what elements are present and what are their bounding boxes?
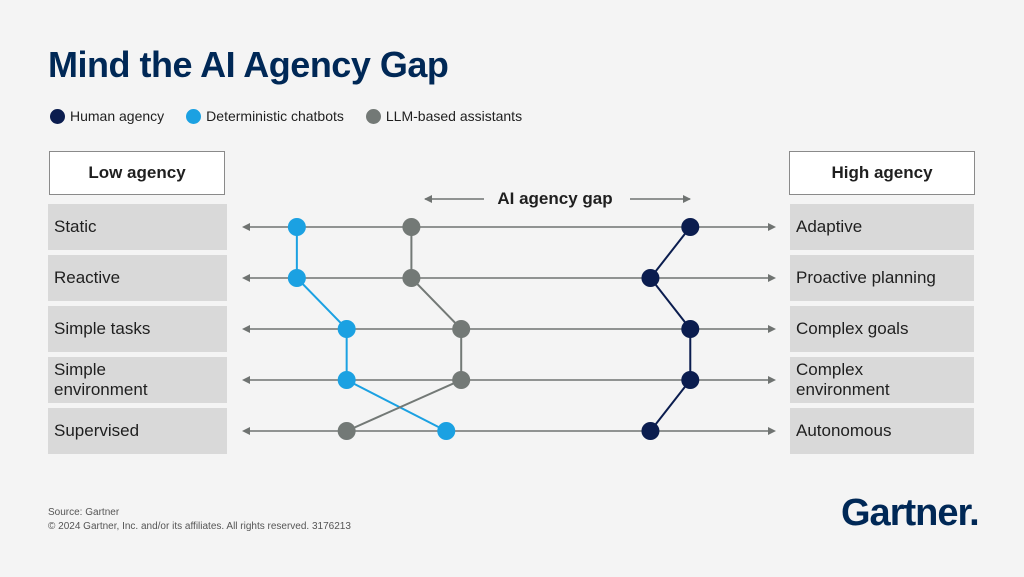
row-label-high-2: Complex goals — [790, 306, 974, 352]
source-note: Source: Gartner © 2024 Gartner, Inc. and… — [48, 506, 351, 534]
legend: Human agency Deterministic chatbots LLM-… — [50, 108, 544, 124]
row-label-low-3: Simple environment — [48, 357, 227, 403]
gartner-logo-dot: . — [969, 492, 980, 534]
gartner-logo: Gartner. — [841, 492, 980, 535]
point-llm-based-assistants-1 — [402, 269, 421, 287]
ai-agency-gap-label: AI agency gap — [497, 189, 613, 208]
point-deterministic-chatbots-3 — [337, 371, 356, 389]
copyright-line: © 2024 Gartner, Inc. and/or its affiliat… — [48, 521, 351, 532]
row-arrow-right-2 — [768, 325, 776, 333]
row-label-low-0-text: Static — [54, 217, 97, 236]
row-label-high-0-text: Adaptive — [796, 217, 863, 236]
row-label-high-3: Complex environment — [790, 357, 974, 403]
row-label-high-3-text: Complex environment — [796, 360, 890, 399]
legend-label-human: Human agency — [70, 108, 165, 124]
row-label-low-1-text: Reactive — [54, 268, 121, 287]
legend-item-human: Human agency — [50, 108, 164, 124]
point-llm-based-assistants-3 — [452, 371, 471, 389]
legend-item-llm: LLM-based assistants — [365, 108, 523, 124]
point-deterministic-chatbots-1 — [287, 269, 306, 287]
legend-label-llm: LLM-based assistants — [385, 108, 523, 124]
row-arrow-left-2 — [242, 325, 250, 333]
page-title: Mind the AI Agency Gap — [48, 44, 449, 85]
row-label-low-4: Supervised — [48, 408, 227, 454]
row-arrow-left-0 — [242, 223, 250, 231]
row-arrow-right-4 — [768, 427, 776, 435]
row-label-high-0: Adaptive — [790, 204, 974, 250]
series-points — [287, 218, 700, 440]
source-line: Source: Gartner — [48, 507, 120, 518]
row-arrow-left-3 — [242, 376, 250, 384]
row-arrow-right-0 — [768, 223, 776, 231]
row-label-low-4-text: Supervised — [54, 421, 140, 440]
row-label-low-2: Simple tasks — [48, 306, 227, 352]
point-llm-based-assistants-4 — [337, 422, 356, 440]
point-human-agency-0 — [681, 218, 700, 236]
row-arrow-left-1 — [242, 274, 250, 282]
legend-label-chatbots: Deterministic chatbots — [206, 108, 344, 124]
row-label-high-4-text: Autonomous — [796, 421, 892, 440]
row-arrow-right-3 — [768, 376, 776, 384]
row-label-high-2-text: Complex goals — [796, 319, 909, 338]
row-label-low-0: Static — [48, 204, 227, 250]
high-agency-header: High agency — [789, 151, 975, 195]
row-label-low-2-text: Simple tasks — [54, 319, 151, 338]
row-label-high-1-text: Proactive planning — [796, 268, 936, 287]
row-arrow-left-4 — [242, 427, 250, 435]
row-label-low-1: Reactive — [48, 255, 227, 301]
point-deterministic-chatbots-4 — [437, 422, 456, 440]
row-label-low-3-text: Simple environment — [54, 360, 148, 399]
point-human-agency-4 — [641, 422, 660, 440]
point-deterministic-chatbots-0 — [287, 218, 306, 236]
row-label-high-4: Autonomous — [790, 408, 974, 454]
row-label-high-1: Proactive planning — [790, 255, 974, 301]
row-arrow-right-1 — [768, 274, 776, 282]
legend-item-chatbots: Deterministic chatbots — [186, 108, 344, 124]
point-llm-based-assistants-2 — [452, 320, 471, 338]
low-agency-header: Low agency — [49, 151, 225, 195]
point-llm-based-assistants-0 — [402, 218, 421, 236]
legend-dot-llm — [365, 108, 381, 124]
point-human-agency-3 — [681, 371, 700, 389]
legend-dot-chatbots — [186, 108, 202, 124]
legend-dot-human — [50, 108, 65, 124]
gartner-logo-text: Gartner — [841, 492, 970, 534]
point-deterministic-chatbots-2 — [337, 320, 356, 338]
point-human-agency-2 — [681, 320, 700, 338]
point-human-agency-1 — [641, 269, 660, 287]
